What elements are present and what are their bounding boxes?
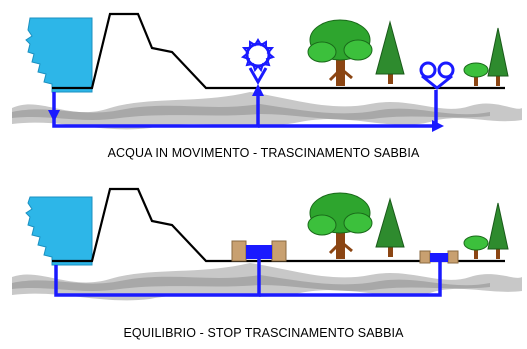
small-bush	[463, 62, 489, 86]
sand-shadow	[12, 104, 490, 120]
top-panel: ACQUA IN MOVIMENTO - TRASCINAMENTO SABBI…	[12, 12, 522, 160]
spring-symbols-pair	[419, 61, 455, 90]
top-illustration	[12, 12, 522, 132]
bottom-caption: EQUILIBRIO - STOP TRASCINAMENTO SABBIA	[123, 326, 404, 340]
water-body	[25, 17, 93, 93]
spring-symbol	[240, 38, 276, 86]
barrier-small	[419, 250, 459, 264]
water-body	[25, 196, 93, 266]
pine-tree	[375, 197, 405, 257]
oak-tree	[307, 19, 373, 86]
small-pine	[487, 202, 509, 259]
barrier-large	[231, 240, 287, 262]
terrain-outline	[52, 187, 505, 263]
flow-arrowheads	[48, 84, 444, 132]
water-channels	[54, 259, 442, 297]
pine-tree	[375, 20, 405, 84]
bottom-illustration	[12, 187, 522, 301]
terrain-outline	[52, 12, 505, 90]
oak-tree	[307, 192, 373, 259]
small-bush	[463, 235, 489, 259]
sand-shadow	[12, 275, 490, 291]
small-pine	[487, 27, 509, 86]
bottom-panel: EQUILIBRIO - STOP TRASCINAMENTO SABBIA	[0, 175, 527, 349]
flow-arrows	[52, 88, 438, 128]
top-caption: ACQUA IN MOVIMENTO - TRASCINAMENTO SABBI…	[107, 146, 420, 160]
